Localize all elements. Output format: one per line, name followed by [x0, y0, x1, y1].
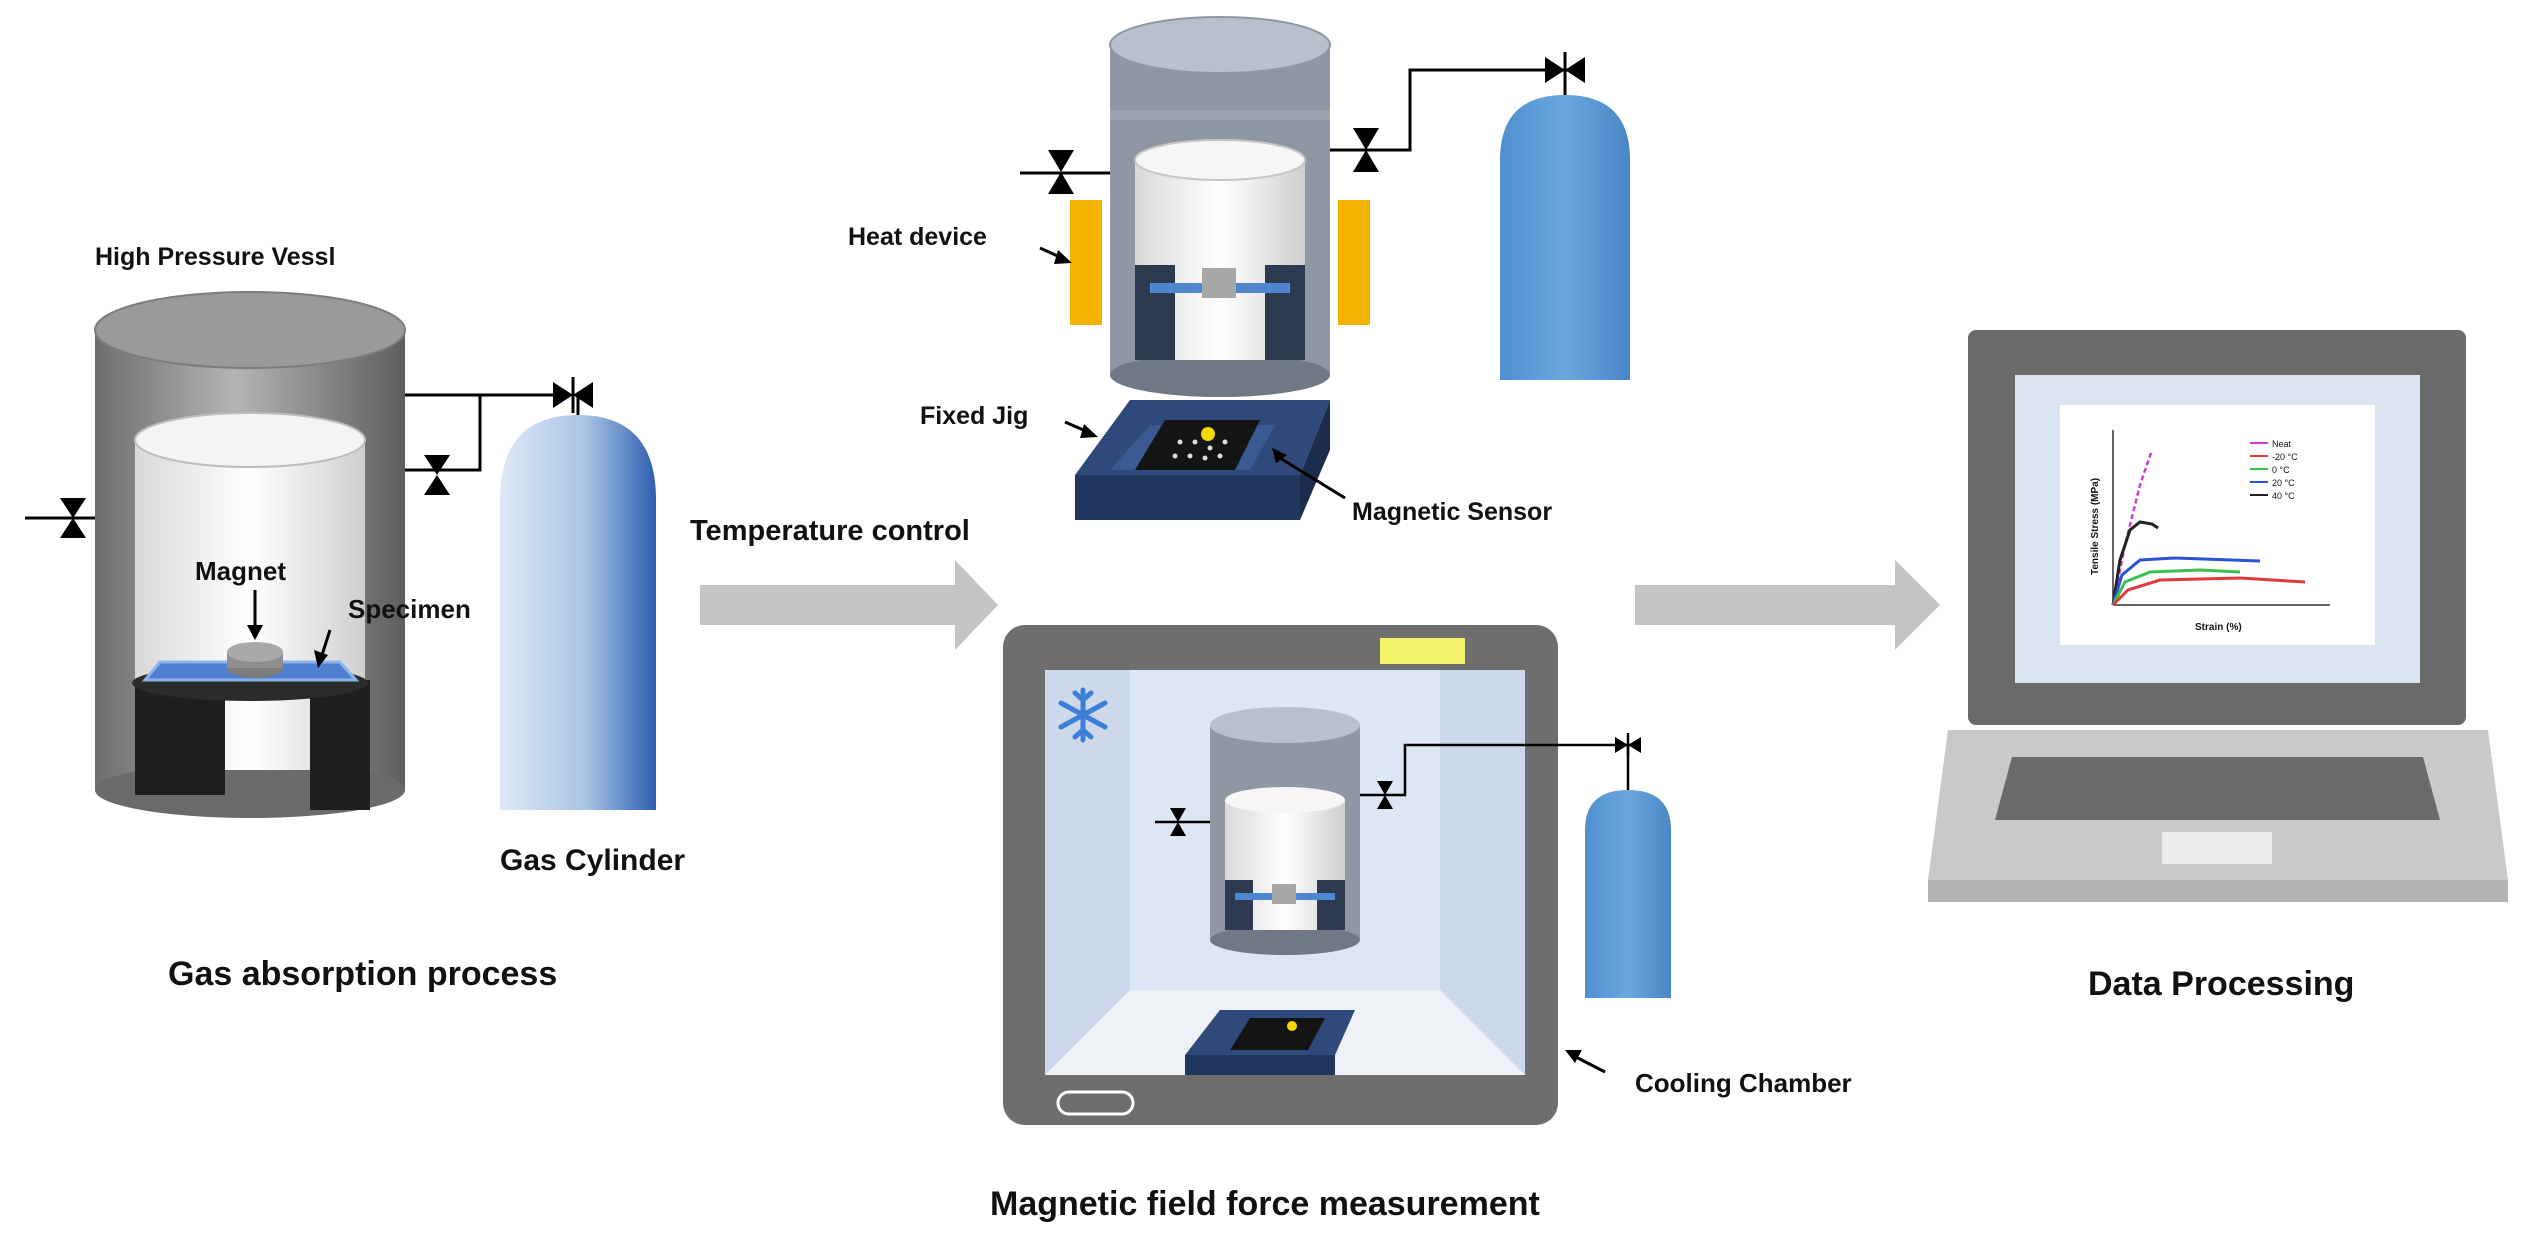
heater-left: [1070, 200, 1102, 325]
curve-neat: [2111, 449, 2154, 606]
fixed-jig: [1075, 400, 1330, 520]
gas-absorption-process-title: Gas absorption process: [168, 955, 557, 993]
gas-cylinder: [500, 395, 656, 810]
svg-text:0 °C: 0 °C: [2272, 465, 2290, 475]
data-processing-title: Data Processing: [2088, 965, 2354, 1003]
heater-right: [1338, 200, 1370, 325]
valve-icon: [1353, 128, 1379, 172]
arrow-icon: [1635, 560, 1940, 650]
plot-xlabel: Strain (%): [2195, 622, 2242, 633]
valve-icon: [1170, 808, 1186, 836]
valve-icon: [553, 377, 593, 413]
heat-device-label: Heat device: [848, 223, 987, 251]
arrow-icon: [700, 560, 998, 650]
curve-0c: [2111, 568, 2241, 606]
cooling-chamber: [1003, 625, 1630, 1125]
stress-strain-plot: Neat -20 °C 0 °C 20 °C 40 °C Strain (%) …: [2060, 405, 2375, 645]
snowflake-icon: [1058, 687, 1108, 743]
heated-vessel: [1020, 16, 1570, 397]
valve-icon: [424, 455, 450, 495]
specimen-label: Specimen: [348, 594, 471, 624]
gas-cylinder-small: [1585, 745, 1671, 998]
magnet-label: Magnet: [195, 556, 286, 586]
gas-cylinder-label: Gas Cylinder: [500, 844, 685, 877]
svg-text:40 °C: 40 °C: [2272, 491, 2295, 501]
plot-legend: Neat -20 °C 0 °C 20 °C 40 °C: [2250, 439, 2298, 501]
curve-20c: [2111, 556, 2261, 606]
magnetic-field-force-measurement-title: Magnetic field force measurement: [990, 1185, 1540, 1223]
svg-text:Neat: Neat: [2272, 439, 2292, 449]
gas-cylinder-top: [1500, 70, 1630, 380]
magnetic-sensor: [1135, 420, 1260, 470]
temperature-control-label: Temperature control: [690, 515, 970, 547]
cooling-chamber-label: Cooling Chamber: [1635, 1068, 1852, 1098]
magnetic-sensor-label: Magnetic Sensor: [1352, 498, 1552, 526]
valve-icon: [1048, 150, 1074, 194]
curve-minus20c: [2111, 576, 2306, 607]
fixed-jig-label: Fixed Jig: [920, 402, 1028, 430]
plot-ylabel: Tensile Stress (MPa): [2090, 478, 2101, 575]
svg-text:20 °C: 20 °C: [2272, 478, 2295, 488]
valve-icon: [60, 498, 86, 538]
valve-icon: [1377, 781, 1393, 809]
high-pressure-vessel-label: High Pressure Vessl: [95, 243, 335, 271]
high-pressure-vessel: [25, 291, 565, 818]
svg-text:-20 °C: -20 °C: [2272, 452, 2298, 462]
curve-40c: [2111, 520, 2159, 606]
